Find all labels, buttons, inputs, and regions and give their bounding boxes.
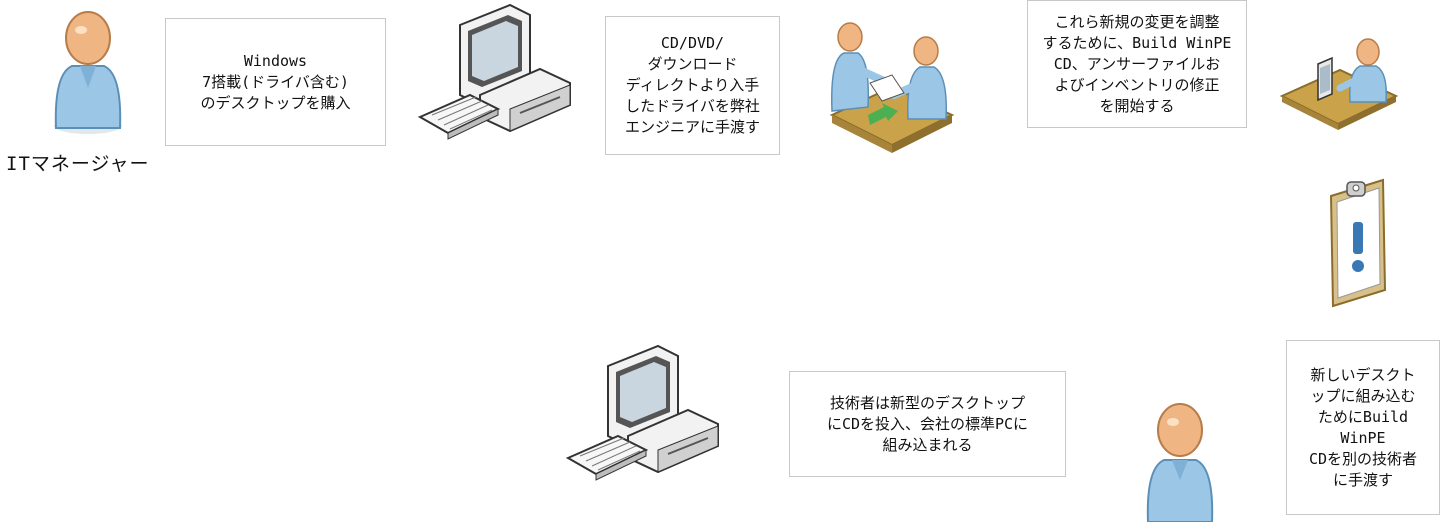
it-manager-person-icon [50,8,126,148]
it-manager-label: ITマネージャー [6,153,150,175]
step-handoff-driver: CD/DVD/ ダウンロード ディレクトより入手 したドライバを弊社 エンジニア… [605,16,780,155]
step-install: 技術者は新型のデスクトップ にCDを投入、会社の標準PCに 組み込まれる [789,371,1066,477]
step-handoff-cd: 新しいデスクト ップに組み込む ためにBuild WinPE CDを別の技術者 … [1286,340,1440,515]
meeting-handoff-icon [822,15,962,167]
desktop-computer-icon [417,3,580,155]
step-buy-desktop: Windows 7搭載(ドライバ含む) のデスクトップを購入 [165,18,386,146]
clipboard-alert-icon [1325,178,1391,308]
desktop-computer-icon-2 [565,344,728,496]
engineer-at-desk-icon [1279,38,1399,142]
step-build-winpe: これら新規の変更を調整 するために、Build WinPE CD、アンサーファイ… [1027,0,1247,128]
technician-person-icon [1142,392,1218,522]
